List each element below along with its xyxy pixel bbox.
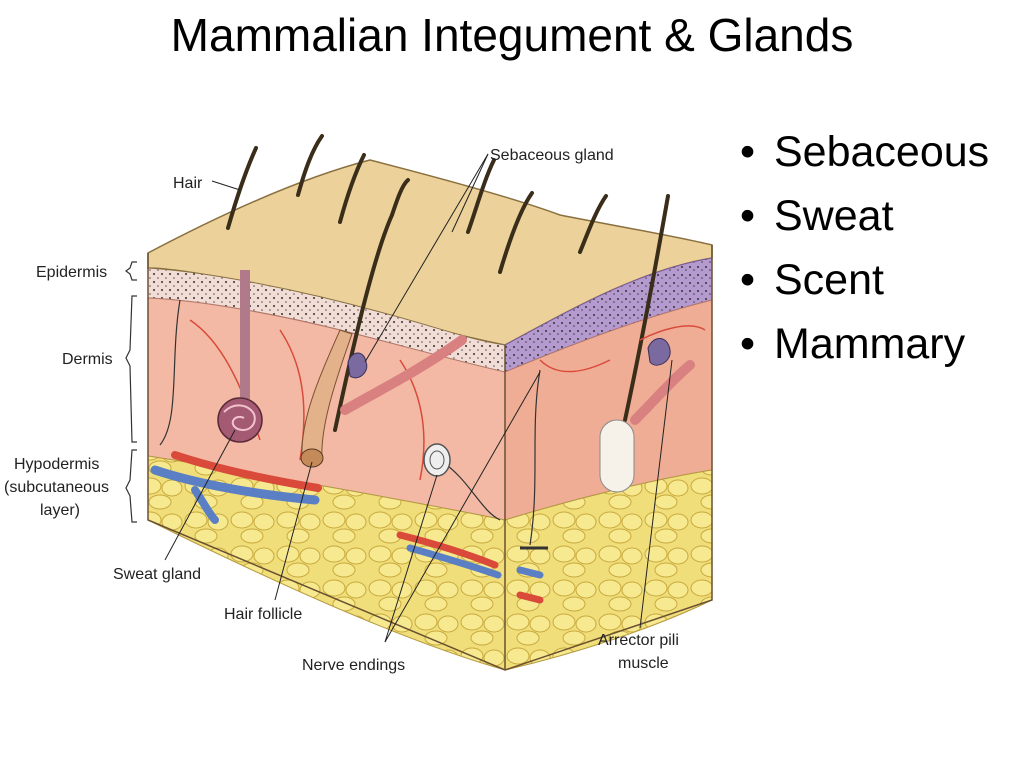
- bullet-item: •Sweat: [740, 192, 894, 240]
- label-nerve-endings: Nerve endings: [302, 657, 405, 674]
- label-sebaceous-gland: Sebaceous gland: [490, 147, 614, 164]
- gland-type-list: •Sebaceous •Sweat •Scent •Mammary: [740, 120, 989, 376]
- label-epidermis: Epidermis: [36, 264, 107, 281]
- label-muscle: muscle: [618, 655, 669, 672]
- blood-vessels: [150, 451, 544, 604]
- bullet-item: •Mammary: [740, 320, 966, 368]
- bullet-item: •Scent: [740, 256, 884, 304]
- label-arrector-pili: Arrector pili: [598, 632, 679, 649]
- sebaceous-gland: [347, 338, 671, 379]
- follicle-bulb-right: [599, 419, 635, 493]
- slide-title: Mammalian Integument & Glands: [170, 9, 854, 61]
- sweat-gland: [217, 270, 263, 443]
- bullet-item: •Sebaceous: [740, 128, 990, 176]
- label-hair: Hair: [173, 175, 203, 192]
- leader-lines: [164, 153, 673, 643]
- pacinian-corpuscle: [423, 443, 451, 477]
- hair-shafts: [226, 134, 670, 432]
- label-dermis: Dermis: [62, 351, 113, 368]
- label-hair-follicle: Hair follicle: [224, 606, 302, 623]
- label-hypodermis-layer: layer): [40, 502, 80, 519]
- label-hypodermis: Hypodermis: [14, 456, 99, 473]
- label-sweat-gland: Sweat gland: [113, 566, 201, 583]
- arrector-pili-muscle: [340, 335, 695, 425]
- label-hypodermis-sub: (subcutaneous: [4, 479, 109, 496]
- hair-follicle: [300, 329, 353, 468]
- layer-brackets: [125, 261, 137, 523]
